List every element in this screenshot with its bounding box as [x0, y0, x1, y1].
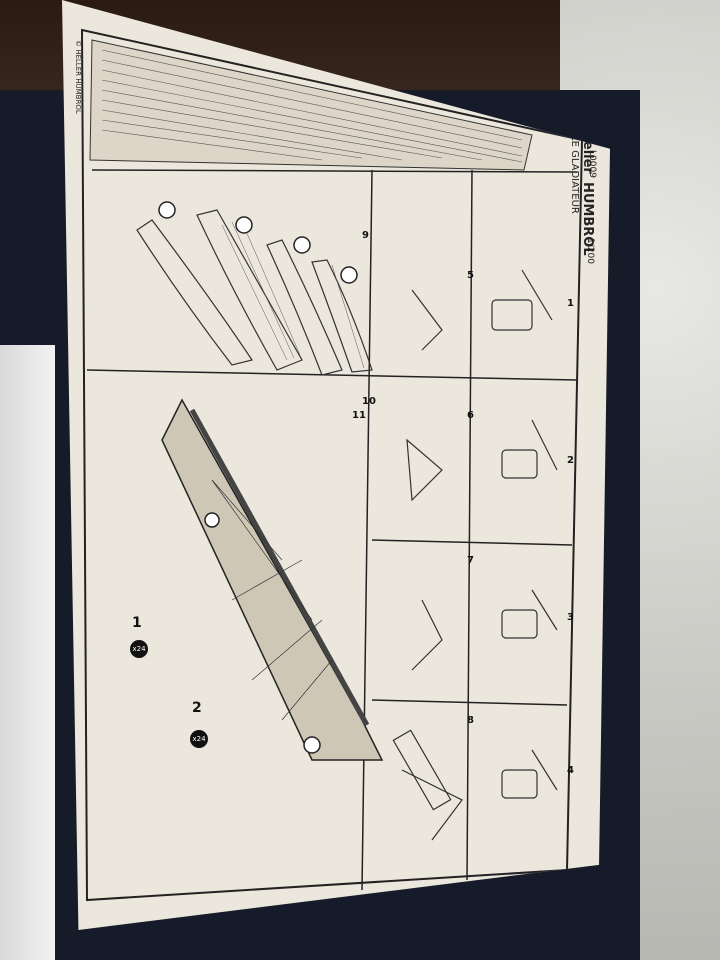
step-1: 1 [567, 298, 574, 309]
callout-1: 1 [132, 615, 142, 631]
model-title: LE GLADIATEUR [569, 135, 580, 214]
callout-2-badge: x24 [190, 730, 208, 748]
step-11: 11 [352, 410, 366, 421]
background-paper [0, 345, 55, 960]
step-6: 6 [467, 410, 474, 421]
callout-1-badge: x24 [130, 640, 148, 658]
step-5: 5 [467, 270, 474, 281]
ref-number: L0009 [587, 150, 597, 178]
step-2: 2 [567, 455, 574, 466]
step-9: 9 [362, 230, 369, 241]
step-3: 3 [567, 612, 574, 623]
step-7: 7 [467, 555, 474, 566]
sheet-drawing [80, 28, 584, 902]
callout-2: 2 [192, 700, 202, 716]
step-4: 4 [567, 765, 574, 776]
copyright: © HELLER HUMBROL [74, 40, 82, 114]
scale-label: 1/200 [585, 238, 595, 264]
step-8: 8 [467, 715, 474, 726]
instruction-sheet: Heller HUMBROL LE GLADIATEUR 1/200 L0009… [62, 0, 610, 930]
step-10: 10 [362, 396, 376, 407]
